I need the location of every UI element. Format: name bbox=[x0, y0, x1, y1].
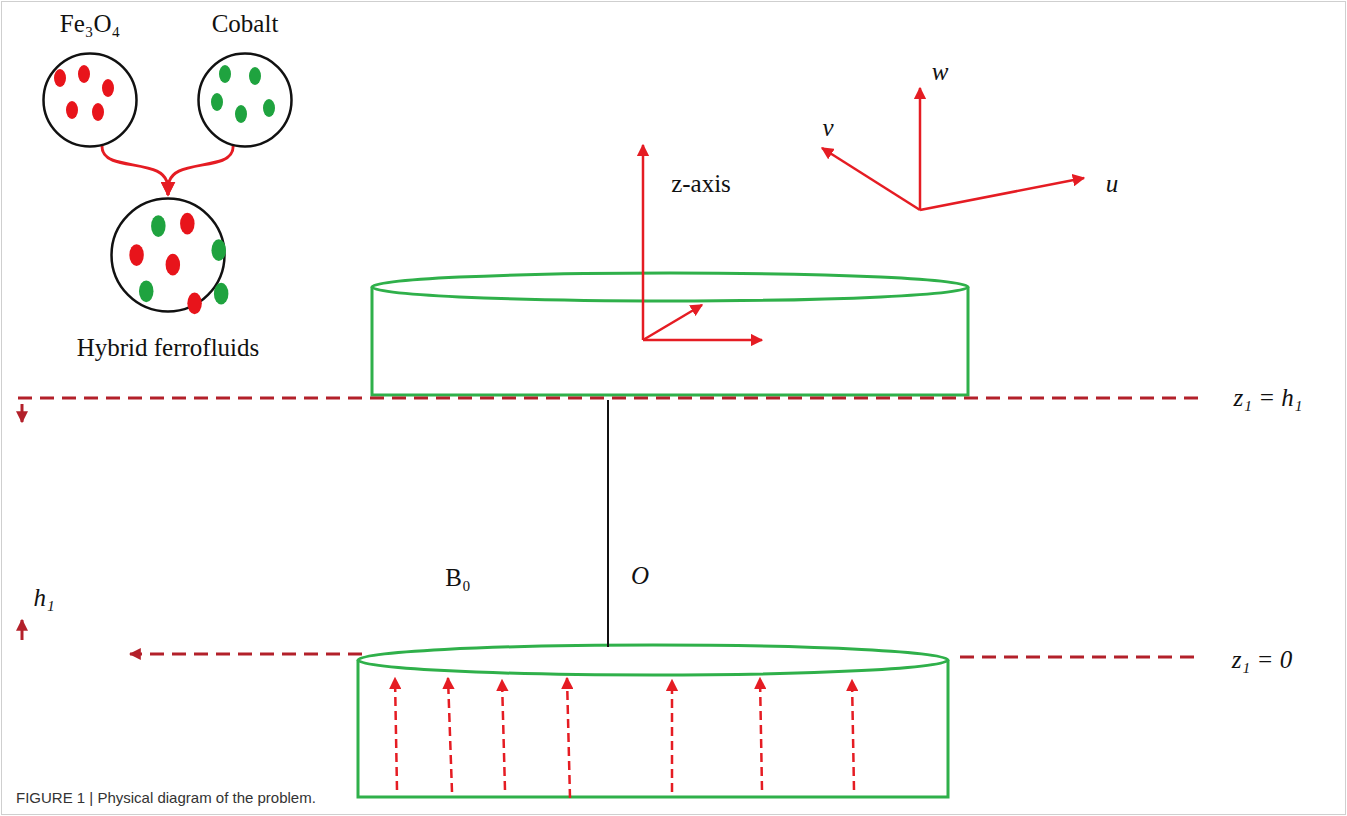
gap-arrows bbox=[21, 404, 24, 640]
nanoparticle bbox=[249, 67, 261, 85]
nanoparticle bbox=[166, 254, 181, 276]
axis-label: z-axis bbox=[671, 170, 731, 198]
circle-outline bbox=[42, 52, 138, 148]
nanoparticle bbox=[263, 99, 275, 117]
velocity-label: w bbox=[932, 58, 949, 86]
mixing-arrow bbox=[168, 141, 233, 195]
nanoparticle bbox=[66, 101, 78, 119]
particle-label: Fe₃O₄ bbox=[60, 10, 121, 38]
nanoparticle bbox=[211, 93, 223, 111]
gap-markers bbox=[18, 398, 1198, 657]
field-arrow bbox=[671, 680, 674, 792]
axis-line bbox=[607, 400, 609, 647]
z-axis-triad bbox=[643, 145, 762, 340]
field-arrow bbox=[395, 678, 397, 790]
nanoparticle bbox=[92, 103, 104, 121]
field-arrow bbox=[760, 678, 762, 790]
upper-disk bbox=[372, 273, 968, 395]
nanoparticle bbox=[214, 283, 229, 305]
nanoparticle bbox=[235, 105, 247, 123]
particle-circle: Cobalt bbox=[197, 52, 293, 148]
nanoparticle bbox=[54, 69, 66, 87]
circle-outline bbox=[197, 52, 293, 148]
field-label: B₀ bbox=[445, 564, 470, 592]
nanoparticle bbox=[219, 65, 231, 83]
particle-label: Hybrid ferrofluids bbox=[77, 334, 260, 362]
nanoparticle bbox=[212, 239, 227, 261]
particle-label: Cobalt bbox=[212, 10, 279, 38]
velocity-label: v bbox=[822, 114, 833, 142]
field-arrow bbox=[448, 678, 452, 792]
lower-disk bbox=[358, 645, 948, 797]
field-arrow bbox=[502, 680, 505, 790]
nanoparticle bbox=[102, 79, 114, 97]
nanoparticle bbox=[129, 244, 144, 266]
position-label: z₁ = h₁ bbox=[1234, 384, 1303, 412]
field-arrow bbox=[567, 678, 570, 798]
nanoparticle bbox=[151, 215, 166, 237]
field-arrow bbox=[852, 680, 854, 790]
velocity-triad bbox=[822, 88, 1084, 210]
gap-label: h₁ bbox=[33, 584, 54, 612]
nanoparticle bbox=[78, 65, 90, 83]
origin-label: O bbox=[631, 562, 649, 590]
nanoparticle bbox=[180, 213, 195, 235]
mixing-arrow bbox=[102, 141, 168, 195]
particle-circle: Hybrid ferrofluids bbox=[110, 197, 226, 313]
nanoparticle bbox=[139, 280, 154, 302]
magnetic-field-arrows bbox=[395, 678, 854, 798]
position-label: z₁ = 0 bbox=[1232, 646, 1292, 674]
particle-circle: Fe₃O₄ bbox=[42, 52, 138, 148]
circle-outline bbox=[110, 197, 226, 313]
velocity-label: u bbox=[1106, 170, 1119, 198]
nanoparticle bbox=[187, 292, 202, 314]
figure-caption: FIGURE 1 | Physical diagram of the probl… bbox=[16, 790, 316, 807]
